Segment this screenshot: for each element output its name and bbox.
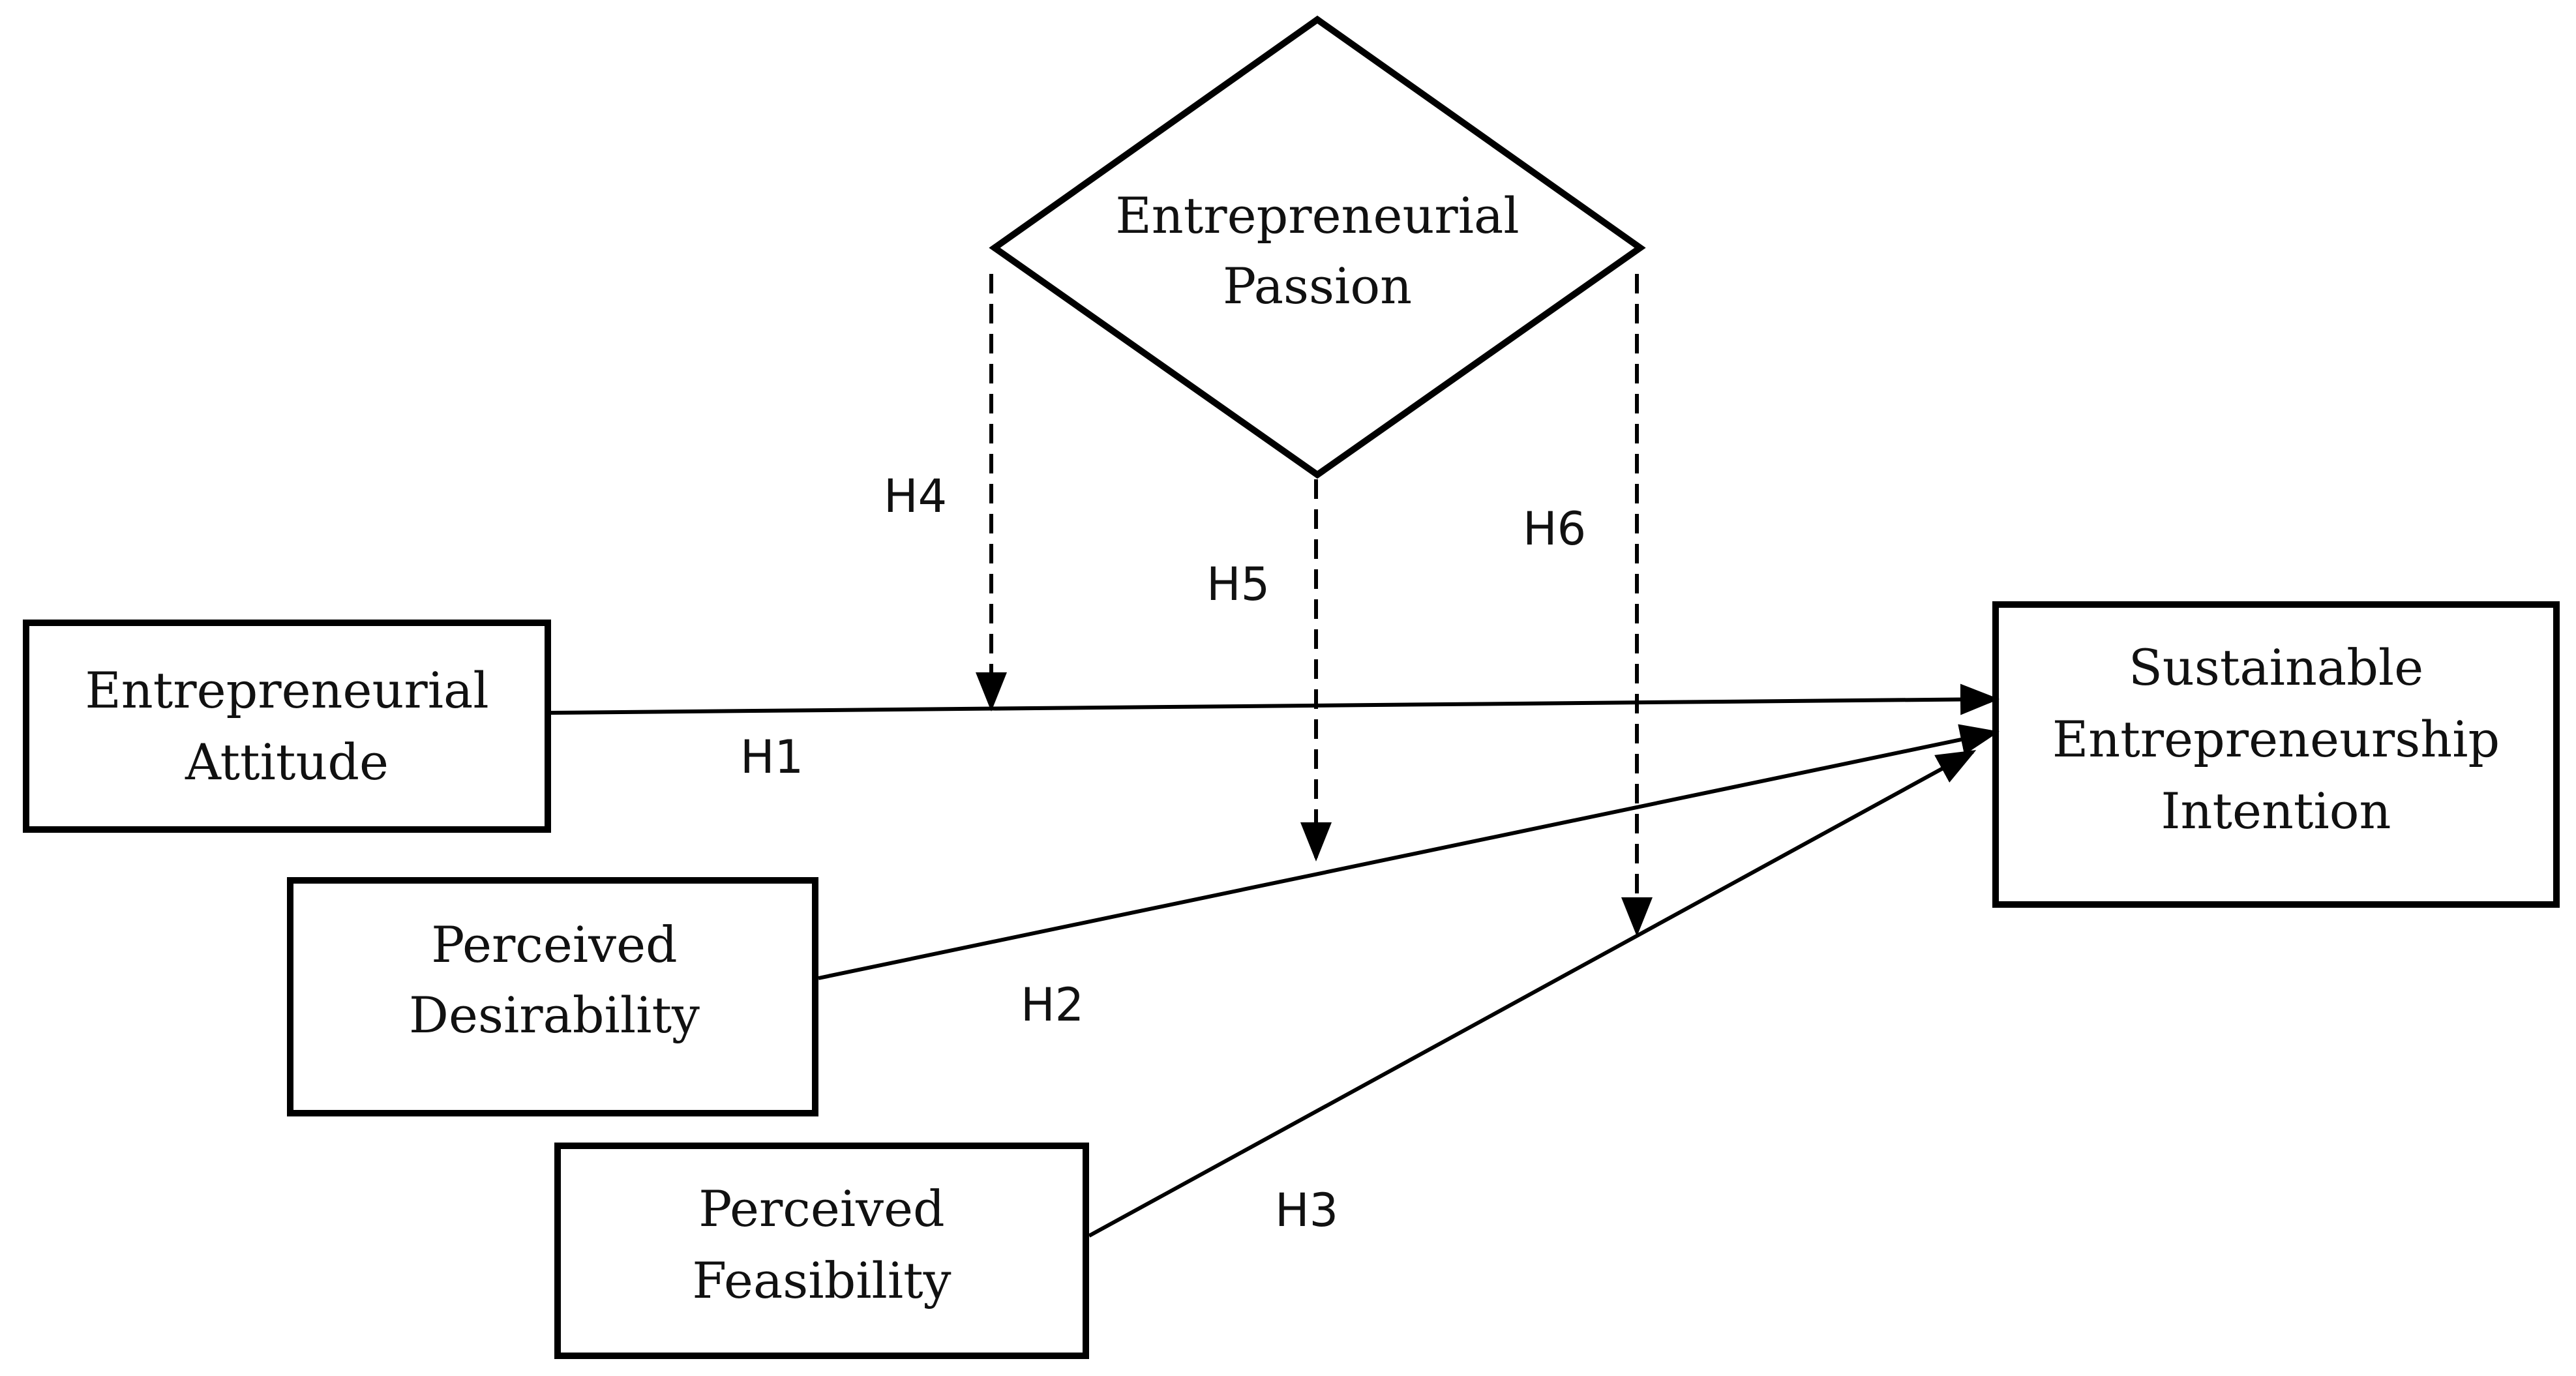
passion-label-line2: Passion — [1223, 257, 1412, 315]
attitude-label-line1: Entrepreneurial — [85, 661, 488, 719]
h2-path-arrow — [818, 724, 1999, 980]
h4-label: H4 — [884, 470, 947, 523]
perceived-desirability-node: Perceived Desirability — [287, 877, 818, 1116]
desirability-box — [287, 877, 818, 1116]
attitude-box — [23, 620, 551, 833]
intention-label-line3: Intention — [2161, 782, 2391, 840]
desirability-label-line2: Desirability — [409, 986, 700, 1044]
h3-label: H3 — [1275, 1184, 1338, 1237]
intention-label-line2: Entrepreneurship — [2052, 710, 2500, 768]
entrepreneurial-passion-node: Entrepreneurial Passion — [989, 15, 1646, 479]
h3-path-arrow — [1088, 750, 1977, 1238]
attitude-label-line2: Attitude — [185, 733, 389, 791]
perceived-feasibility-node: Perceived Feasibility — [554, 1143, 1089, 1359]
feasibility-box — [554, 1143, 1089, 1359]
h2-label: H2 — [1021, 978, 1084, 1032]
entrepreneurial-attitude-node: Entrepreneurial Attitude — [23, 620, 551, 833]
passion-label-line1: Entrepreneurial — [1115, 187, 1519, 245]
h1-label: H1 — [740, 730, 803, 784]
intention-box — [1992, 601, 2560, 908]
passion-diamond-shape — [989, 15, 1646, 479]
h1-path-arrow — [550, 683, 1999, 715]
h6-label: H6 — [1523, 502, 1586, 556]
feasibility-label-line1: Perceived — [698, 1180, 944, 1238]
h5-label: H5 — [1206, 558, 1270, 611]
feasibility-label-line2: Feasibility — [692, 1251, 951, 1309]
desirability-label-line1: Perceived — [431, 916, 677, 974]
intention-label-line1: Sustainable — [2129, 638, 2423, 696]
sustainable-entrepreneurship-intention-node: Sustainable Entrepreneurship Intention — [1992, 601, 2560, 908]
